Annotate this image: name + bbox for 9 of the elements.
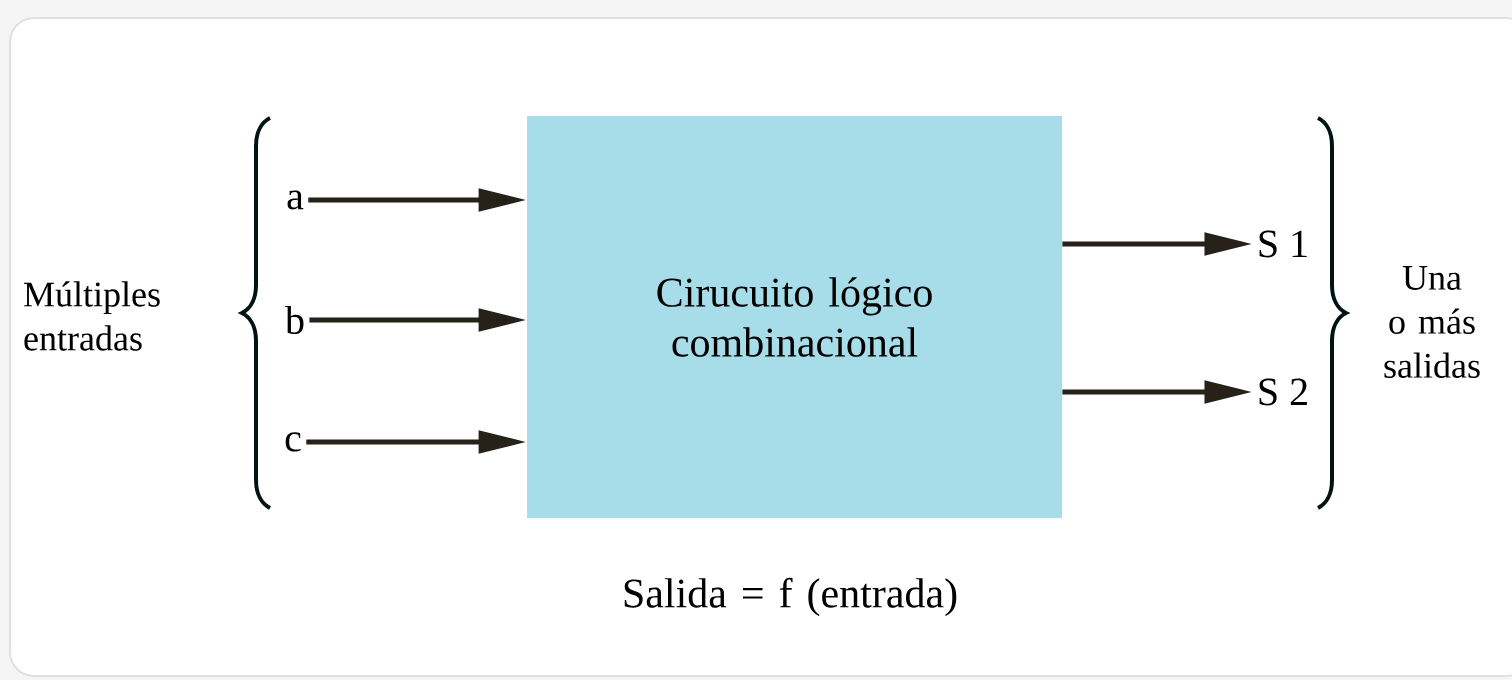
signal-label: c (285, 432, 301, 452)
note-text: Salida = f (entrada) (624, 577, 957, 617)
note-text: Una o más salidas (1384, 266, 1480, 378)
signal-label: b (285, 305, 304, 335)
signal-label: S 1 (1259, 230, 1307, 258)
signal-label: S 2 (1259, 378, 1307, 406)
note-text: Múltiples entradas (24, 281, 160, 351)
signal-label: a (287, 190, 304, 210)
logic-box: Cirucuito lógico combinacional (527, 116, 1062, 518)
